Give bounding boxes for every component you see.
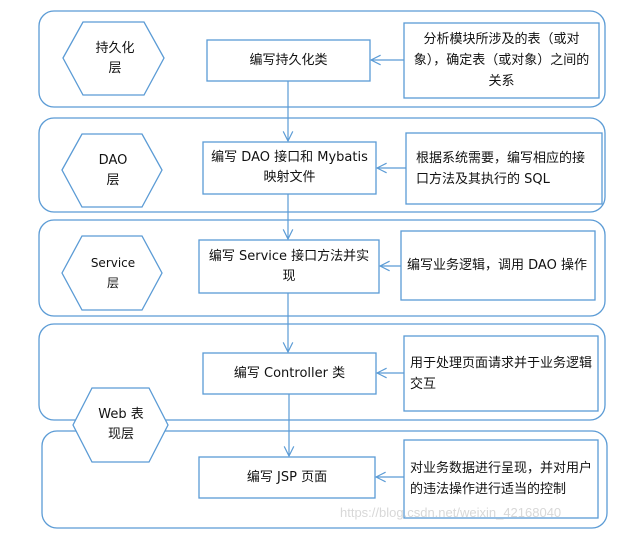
desc-1: 分析模块所涉及的表（或对象），确定表（或对象）之间的关系	[413, 32, 590, 89]
step-box-2	[202, 141, 377, 195]
step-4: 编写 Controller 类	[233, 365, 346, 381]
desc-box-2	[405, 132, 603, 205]
desc-box-4	[403, 335, 599, 412]
layer-container-controller	[38, 323, 606, 421]
watermark: https://blog.csdn.net/weixin_42168040	[340, 505, 562, 520]
desc-3: 编写业务逻辑，调用 DAO 操作	[407, 258, 587, 273]
step-box-5	[198, 456, 376, 499]
desc-box-1	[403, 22, 600, 99]
layer-label-web: Web 表现层	[98, 407, 144, 442]
layer-container-dao	[38, 117, 606, 213]
layer-label-service: Service层	[90, 256, 136, 290]
hexagon-web	[72, 387, 169, 463]
layer-label-dao: DAO层	[98, 152, 128, 188]
desc-box-3	[400, 230, 596, 301]
desc-2: 根据系统需要，编写相应的接口方法及其执行的 SQL	[416, 150, 586, 187]
step-box-3	[198, 239, 380, 294]
layer-container-service	[38, 219, 606, 317]
step-2: 编写 DAO 接口和 Mybatis 映射文件	[211, 150, 368, 185]
step-5: 编写 JSP 页面	[246, 469, 328, 485]
step-1: 编写持久化类	[249, 52, 328, 68]
hexagon-service	[61, 235, 163, 311]
hexagon-persistence	[62, 21, 165, 96]
layer-container-persistence	[38, 10, 606, 108]
layer-label-persistence: 持久化层	[95, 40, 135, 76]
step-box-4	[202, 352, 377, 395]
layer-container-jsp	[41, 430, 608, 529]
desc-4: 用于处理页面请求并于业务逻辑交互	[410, 355, 593, 392]
desc-box-5	[403, 439, 599, 519]
hexagon-dao	[61, 133, 163, 208]
desc-5: 对业务数据进行呈现，并对用户的违法操作进行适当的控制	[410, 461, 593, 497]
step-3: 编写 Service 接口方法并实现	[208, 248, 370, 284]
